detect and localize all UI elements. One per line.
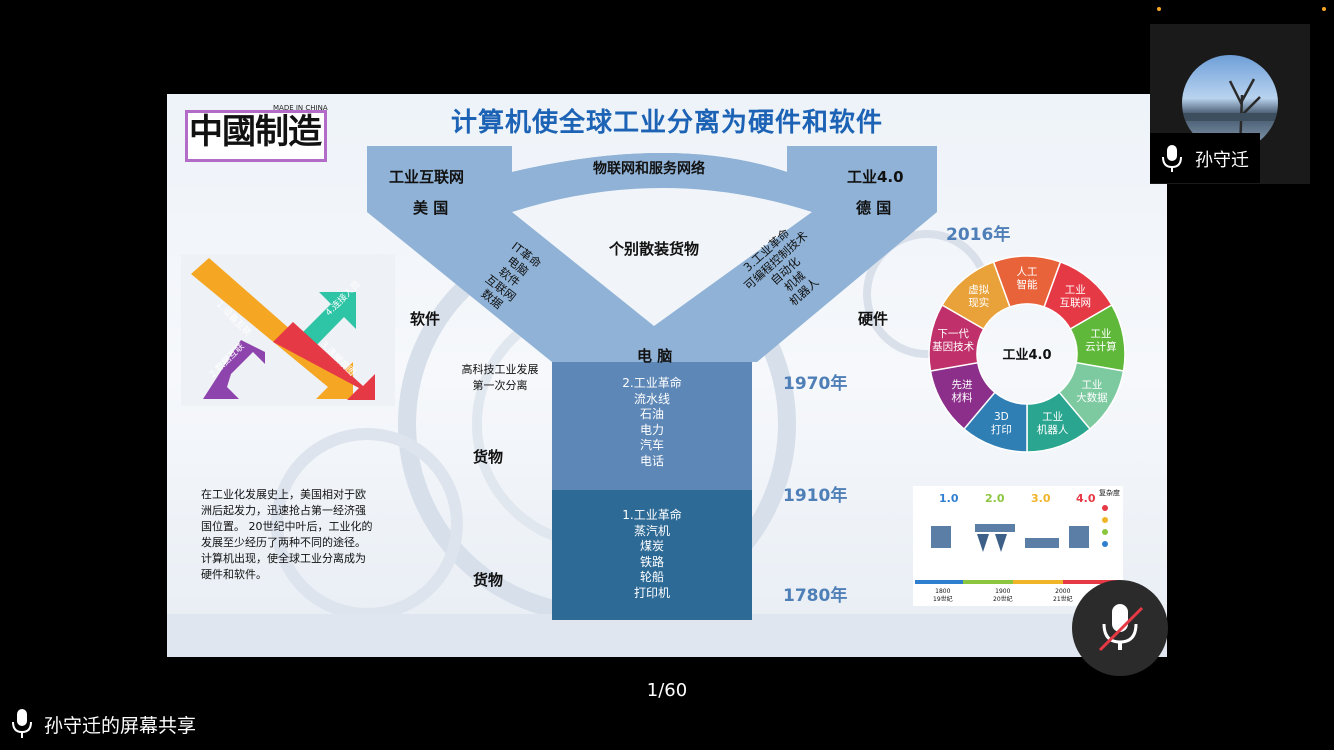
made-in-china-label: MADE IN CHINA — [273, 104, 328, 112]
avatar-tree-photo — [1182, 78, 1278, 151]
software-label: 软件 — [410, 310, 441, 328]
goods-label-1: 货物 — [473, 448, 504, 466]
usa-label: 美 国 — [413, 199, 449, 217]
industrial-internet-label: 工业互联网 — [389, 168, 465, 186]
wheel-segment-label: 工业 云计算 — [1085, 327, 1117, 353]
wheel-segment-label: 先进 材料 — [951, 378, 973, 404]
wheel-segment-label: 人工 智能 — [1016, 266, 1038, 291]
connection-arrows-graphic: 1.设备互联 2.数据互联 3.连接视图 4.连接人员 — [181, 254, 395, 406]
stage-3: 3.0 — [1031, 492, 1051, 505]
year-2016: 2016年 — [946, 225, 1011, 245]
wheel-segment-label: 工业 机器人 — [1036, 411, 1069, 437]
goods-label-2: 货物 — [473, 571, 504, 589]
screen-share-label: 孙守迁的屏幕共享 — [44, 715, 197, 737]
germany-label: 德 国 — [856, 199, 892, 217]
year-1970: 1970年 — [783, 374, 848, 394]
second-revolution-list: 2.工业革命流水线石油电力汽车电话 — [622, 376, 682, 468]
stage-1: 1.0 — [939, 492, 959, 505]
wheel-labels: 人工 智能工业 互联网工业 云计算工业 大数据工业 机器人 3D 打印先进 材料 下… — [927, 254, 1127, 454]
wheel-segment-label: 工业 互联网 — [1059, 283, 1091, 309]
mute-button[interactable] — [1072, 580, 1168, 676]
wheel-segment-label: 工业 大数据 — [1076, 378, 1108, 404]
presenter-name: 孙守迁 — [1195, 150, 1249, 171]
industry40-label: 工业4.0 — [847, 168, 904, 186]
complexity-label: 复杂度 — [1099, 489, 1120, 497]
wheel-segment-label: 虚拟 现实 — [968, 283, 990, 309]
wheel-center-label: 工业4.0 — [1002, 348, 1052, 363]
computer-label: 电 脑 — [637, 347, 673, 365]
slide-title: 计算机使全球工业分离为硬件和软件 — [450, 108, 883, 138]
year-1910: 1910年 — [783, 486, 848, 506]
first-revolution-list: 1.工业革命蒸汽机煤炭铁路轮船打印机 — [622, 508, 682, 600]
funnel-diagram — [367, 146, 937, 620]
shared-slide: 中國制造 MADE IN CHINA 计算机使全球工业分离为硬件和软件 工业互联… — [167, 94, 1167, 657]
wheel-segment-label: 3D 打印 — [990, 411, 1012, 437]
logo-frame — [185, 110, 327, 162]
description-text: 在工业化发展史上，美国相对于欧洲后起发力，迅速抢占第一经济强国位置。 20世纪中… — [201, 488, 373, 581]
status-dot-2 — [1322, 7, 1326, 11]
status-dot — [1157, 7, 1161, 11]
muted-mic-icon — [1098, 604, 1144, 652]
hardware-label: 硬件 — [858, 310, 889, 328]
share-microphone-icon — [10, 707, 34, 743]
microphone-icon — [1160, 143, 1184, 177]
logo-text: 中國制造 — [189, 112, 322, 152]
iot-services-label: 物联网和服务网络 — [593, 161, 705, 177]
stage-2: 2.0 — [985, 492, 1005, 505]
bulk-goods-label: 个别散装货物 — [609, 240, 700, 258]
hightech-label: 高科技工业发展第一次分离 — [461, 363, 539, 392]
stage-4: 4.0 — [1076, 492, 1096, 505]
wheel-segment-label: 下一代 基因技术 — [932, 327, 975, 353]
wheel-segment — [941, 260, 1011, 331]
industry40-wheel — [928, 255, 1126, 453]
page-counter: 1/60 — [646, 680, 688, 701]
year-1780: 1780年 — [783, 586, 848, 606]
